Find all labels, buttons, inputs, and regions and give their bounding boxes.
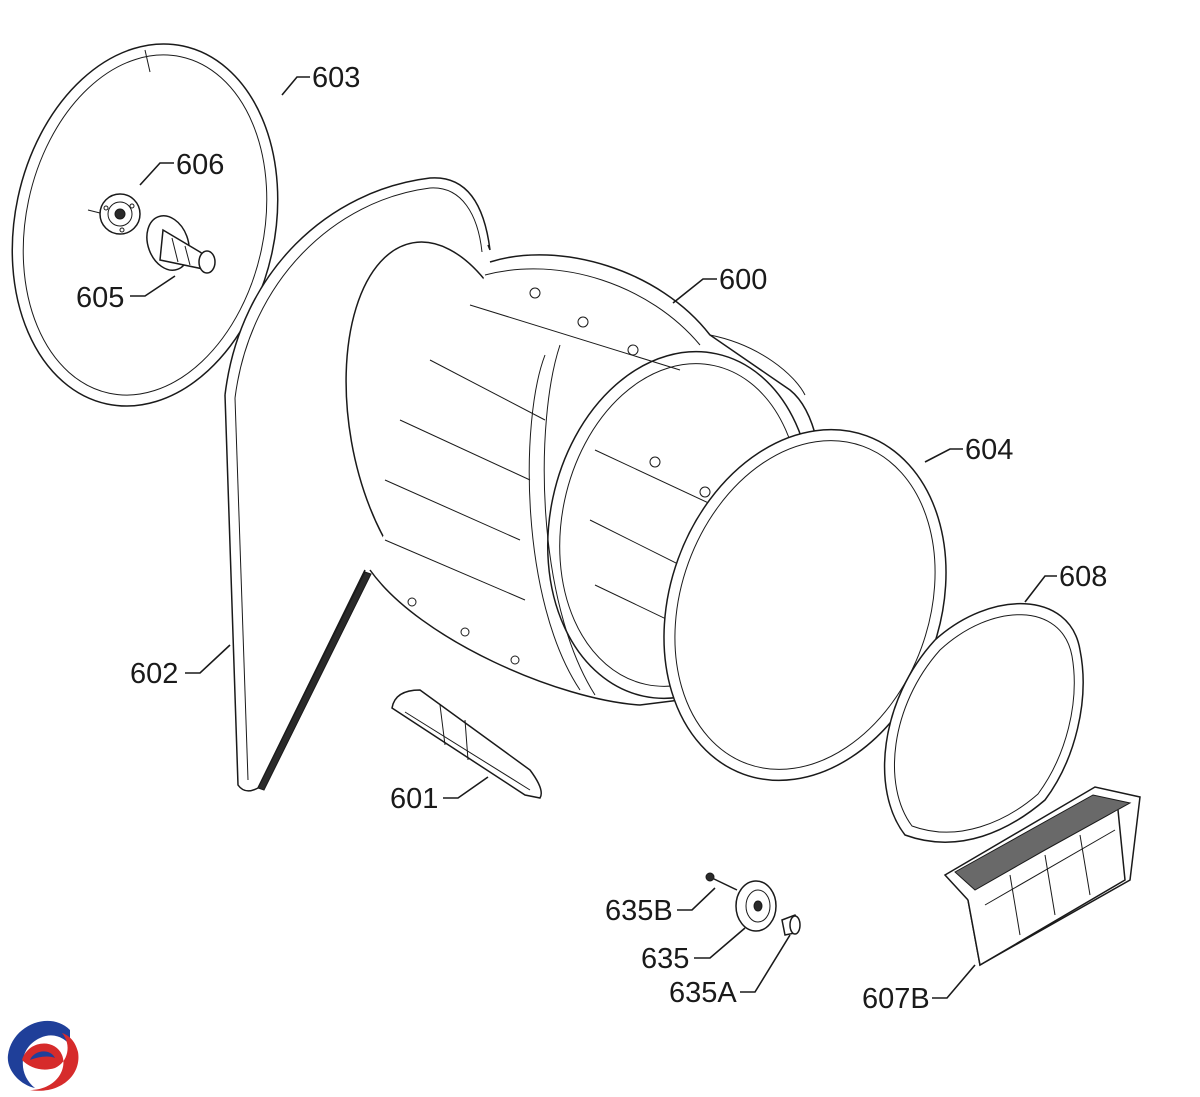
lint-filter-housing-part-607B xyxy=(943,786,1141,967)
leader-600 xyxy=(672,278,717,304)
label-606: 606 xyxy=(176,149,224,181)
drive-belt-part-602 xyxy=(224,177,491,792)
leader-602 xyxy=(185,644,231,674)
logo-inner-swirl xyxy=(30,1051,55,1060)
label-635A: 635A xyxy=(669,977,737,1009)
label-635B: 635B xyxy=(605,895,673,927)
rear-seal-part-603 xyxy=(11,43,279,407)
leader-lines xyxy=(130,76,1057,999)
label-603: 603 xyxy=(312,62,360,94)
roller-screw-part-635B xyxy=(705,872,738,891)
logo-blue-arc xyxy=(7,1020,71,1088)
drum-part-600 xyxy=(345,241,824,706)
brand-logo xyxy=(7,1020,79,1091)
label-635: 635 xyxy=(641,943,689,975)
logo-red-arc xyxy=(22,1033,79,1091)
label-607B: 607B xyxy=(862,983,930,1015)
roller-part-635 xyxy=(735,880,777,932)
leader-607B xyxy=(932,964,976,999)
label-604: 604 xyxy=(965,434,1013,466)
leader-635B xyxy=(677,887,716,911)
front-seal-part-604 xyxy=(663,428,947,782)
leader-606 xyxy=(139,162,174,186)
leader-601 xyxy=(443,776,489,799)
shaft-bearing-part-606 xyxy=(87,193,141,235)
rear-shaft-part-605 xyxy=(146,215,216,274)
leader-635 xyxy=(694,927,746,959)
label-600: 600 xyxy=(719,264,767,296)
label-601: 601 xyxy=(390,783,438,815)
leader-604 xyxy=(924,448,963,463)
leader-603 xyxy=(281,76,310,96)
leader-608 xyxy=(1024,575,1057,603)
label-602: 602 xyxy=(130,658,178,690)
label-605: 605 xyxy=(76,282,124,314)
leader-635A xyxy=(740,934,791,993)
leader-605 xyxy=(130,275,176,297)
baffle-part-601 xyxy=(391,689,542,799)
felt-seal-part-608 xyxy=(883,602,1084,843)
label-608: 608 xyxy=(1059,561,1107,593)
roller-axle-part-635A xyxy=(781,914,801,936)
callout-labels: 603 606 605 600 604 608 602 601 635B 635… xyxy=(76,62,1107,1015)
